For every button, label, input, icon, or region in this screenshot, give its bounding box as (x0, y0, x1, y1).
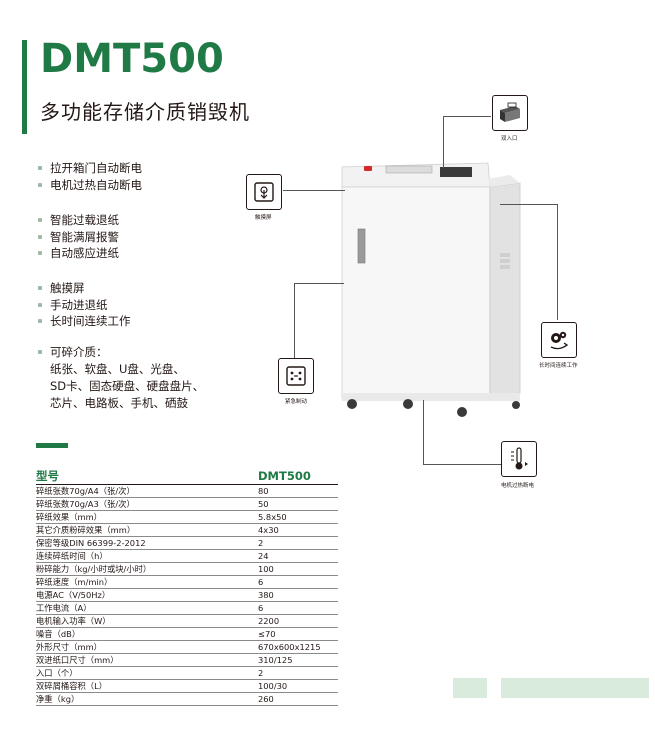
spec-row: 入口（个）2 (36, 666, 338, 680)
spec-value: 380 (258, 588, 338, 602)
spec-row: 双碎屑桶容积（L）100/30 (36, 679, 338, 693)
emergency-stop-icon (278, 358, 314, 394)
feature-item: 长时间连续工作 (36, 313, 131, 330)
spec-value: 24 (258, 549, 338, 563)
spec-label: 碎纸效果（mm） (36, 510, 258, 524)
spec-label: 净重（kg） (36, 692, 258, 706)
callout-label-entry: 双入口 (501, 136, 518, 142)
spec-label: 噪音（dB） (36, 627, 258, 641)
spec-label: 粉碎能力（kg/小时或块/小时） (36, 562, 258, 576)
callout-line (423, 464, 501, 465)
spec-row: 其它介质粉碎效果（mm）4x30 (36, 523, 338, 537)
callout-label-emergency: 紧急制动 (285, 399, 308, 405)
callout-line (500, 204, 558, 205)
spec-label: 电源AC（V/50Hz） (36, 588, 258, 602)
shredder-machine-image (341, 162, 521, 417)
media-line: 芯片、电路板、手机、硒鼓 (50, 396, 188, 410)
spec-value: 2 (258, 536, 338, 550)
spec-row: 电机输入功率（W）2200 (36, 614, 338, 628)
spec-value: 260 (258, 692, 338, 706)
spec-row: 碎纸速度（m/min）6 (36, 575, 338, 589)
spec-value: 50 (258, 497, 338, 511)
callout-line (443, 116, 491, 117)
spec-header-label: 型号 (36, 468, 258, 485)
feature-group-operation: 触摸屏 手动进退纸 长时间连续工作 (36, 280, 131, 330)
media-line: SD卡、固态硬盘、硬盘盘片、 (50, 379, 205, 393)
callout-label-overheat: 电机过热断电 (501, 483, 535, 489)
decor-block (501, 678, 649, 698)
callout-line (423, 400, 424, 464)
spec-value: 2200 (258, 614, 338, 628)
feature-item: 拉开箱门自动断电 (36, 160, 142, 177)
spec-value: 80 (258, 484, 338, 498)
spec-row: 电源AC（V/50Hz）380 (36, 588, 338, 602)
spec-row: 噪音（dB）≤70 (36, 627, 338, 641)
spec-row: 碎纸张数70g/A3（张/次）50 (36, 497, 338, 511)
gears-icon (541, 322, 577, 358)
spec-row: 粉碎能力（kg/小时或块/小时）100 (36, 562, 338, 576)
feature-item: 智能过载退纸 (36, 212, 119, 229)
spec-value: 100/30 (258, 679, 338, 693)
spec-header-row: 型号 DMT500 (36, 468, 338, 485)
spec-label: 电机输入功率（W） (36, 614, 258, 628)
media-heading: 可碎介质： (36, 344, 204, 361)
spec-label: 碎纸速度（m/min） (36, 575, 258, 589)
spec-row: 双进纸口尺寸（mm）310/125 (36, 653, 338, 667)
decor-block (453, 678, 487, 698)
spec-value: 6 (258, 575, 338, 589)
spec-row: 外形尺寸（mm）670x600x1215 (36, 640, 338, 654)
spec-row: 净重（kg）260 (36, 692, 338, 706)
media-line: 纸张、软盘、U盘、光盘、 (50, 362, 185, 376)
spec-label: 连续碎纸时间（h） (36, 549, 258, 563)
page-title: DMT500 (40, 36, 224, 82)
spec-label: 碎纸张数70g/A3（张/次） (36, 497, 258, 511)
spec-label: 外形尺寸（mm） (36, 640, 258, 654)
callout-label-continuous: 长时间连续工作 (539, 363, 578, 369)
spec-value: 670x600x1215 (258, 640, 338, 654)
callout-line (443, 116, 444, 168)
spec-label: 入口（个） (36, 666, 258, 680)
feature-group-smart: 智能过载退纸 智能满屑报警 自动感应进纸 (36, 212, 119, 262)
spec-label: 双进纸口尺寸（mm） (36, 653, 258, 667)
thermometer-icon (501, 441, 537, 477)
shredder-entry-icon (492, 95, 528, 131)
spec-label: 碎纸张数70g/A4（张/次） (36, 484, 258, 498)
spec-value: ≤70 (258, 627, 338, 641)
spec-value: 2 (258, 666, 338, 680)
spec-header-value: DMT500 (258, 468, 338, 485)
shreddable-media: 可碎介质： 纸张、软盘、U盘、光盘、 SD卡、固态硬盘、硬盘盘片、 芯片、电路板… (36, 344, 204, 412)
spec-label: 工作电流（A） (36, 601, 258, 615)
feature-item: 电机过热自动断电 (36, 177, 142, 194)
spec-value: 4x30 (258, 523, 338, 537)
accent-bar (22, 40, 27, 134)
spec-row: 碎纸张数70g/A4（张/次）80 (36, 484, 338, 498)
spec-value: 310/125 (258, 653, 338, 667)
touchscreen-icon (246, 174, 282, 210)
feature-item: 智能满屑报警 (36, 229, 119, 246)
spec-value: 6 (258, 601, 338, 615)
callout-line (283, 190, 345, 191)
spec-value: 5.8x50 (258, 510, 338, 524)
feature-item: 自动感应进纸 (36, 245, 119, 262)
section-divider (36, 443, 68, 448)
spec-row: 连续碎纸时间（h）24 (36, 549, 338, 563)
feature-item: 手动进退纸 (36, 297, 131, 314)
callout-line (557, 204, 558, 320)
page-subtitle: 多功能存储介质销毁机 (40, 100, 250, 124)
spec-label: 双碎屑桶容积（L） (36, 679, 258, 693)
spec-row: 碎纸效果（mm）5.8x50 (36, 510, 338, 524)
feature-group-safety: 拉开箱门自动断电 电机过热自动断电 (36, 160, 142, 193)
feature-item: 触摸屏 (36, 280, 131, 297)
spec-label: 保密等级DIN 66399-2-2012 (36, 536, 258, 550)
callout-label-touch: 触摸屏 (255, 215, 272, 221)
spec-label: 其它介质粉碎效果（mm） (36, 523, 258, 537)
spec-value: 100 (258, 562, 338, 576)
spec-row: 工作电流（A）6 (36, 601, 338, 615)
callout-line (294, 283, 295, 358)
callout-line (294, 283, 344, 284)
